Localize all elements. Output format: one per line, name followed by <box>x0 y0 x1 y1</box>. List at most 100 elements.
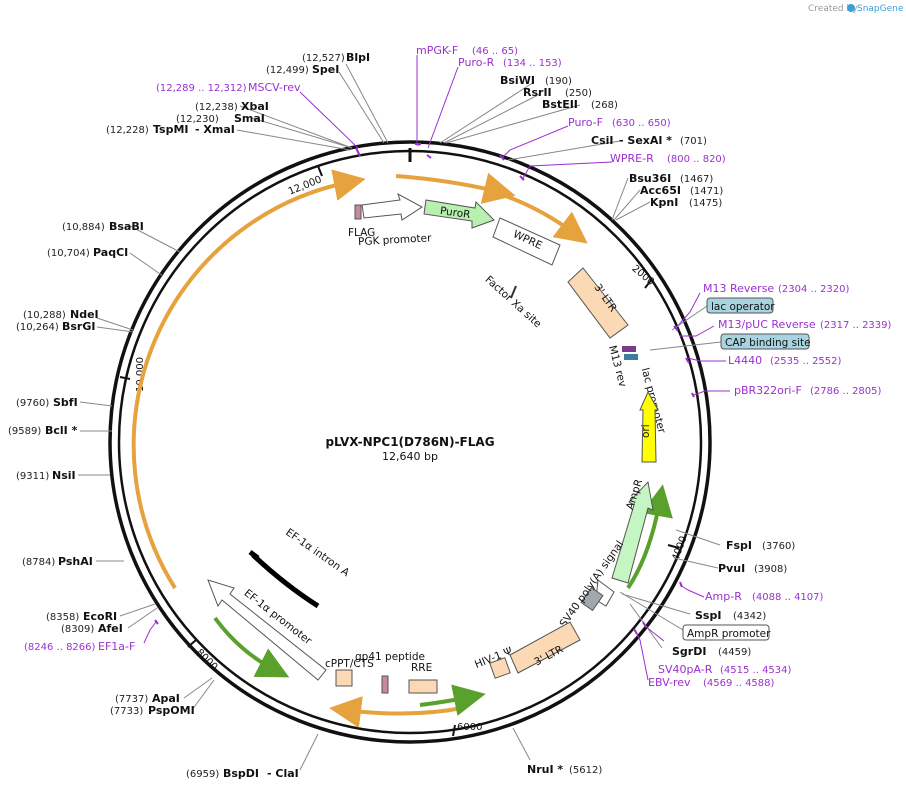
wpre-feature[interactable] <box>492 217 561 266</box>
bcli-label[interactable]: BclI * <box>45 424 78 437</box>
m13puc-label[interactable]: M13/pUC Reverse <box>718 318 816 331</box>
rre-feature[interactable] <box>408 679 438 694</box>
ef1a-intron-label: EF-1α intron A <box>283 526 352 579</box>
pvui-label[interactable]: PvuI <box>718 562 745 575</box>
nrui-label[interactable]: NruI * <box>527 763 563 776</box>
bsrgi-label[interactable]: BsrGI <box>62 320 95 333</box>
bsu36i-label[interactable]: Bsu36I <box>629 172 671 185</box>
smai-pos: (12,230) <box>176 114 219 125</box>
orange-arc-top <box>395 172 516 204</box>
ndei-label[interactable]: NdeI <box>70 308 99 321</box>
ecori-label[interactable]: EcoRI <box>83 610 117 623</box>
green-arc-ef1a <box>213 616 290 678</box>
ef1a-intron-feature[interactable] <box>251 553 320 609</box>
fspi-label[interactable]: FspI <box>726 539 752 552</box>
orange-arc-bottom <box>329 696 463 728</box>
wprer-label[interactable]: WPRE-R <box>610 152 654 165</box>
blpi-pos: (12,527) <box>302 53 345 64</box>
puror-primer-label[interactable]: Puro-R <box>458 56 495 69</box>
flag-feature[interactable] <box>354 204 362 220</box>
spei-label[interactable]: SpeI <box>312 63 339 76</box>
xmai-label[interactable]: - XmaI <box>195 123 235 136</box>
nsii-label[interactable]: NsiI <box>52 469 76 482</box>
fspi-pos: (3760) <box>762 541 795 552</box>
msccrev-label[interactable]: MSCV-rev <box>248 81 301 94</box>
sbfi-label[interactable]: SbfI <box>53 396 78 409</box>
pspomi-label[interactable]: PspOMI <box>148 704 195 717</box>
sv40-polya-feature[interactable] <box>580 586 604 612</box>
bsabi-pos: (10,884) <box>62 222 105 233</box>
gp41-label: gp41 peptide <box>355 651 425 663</box>
primer-marks <box>154 143 695 635</box>
pgk-promoter-feature[interactable] <box>361 192 423 221</box>
primer-leaders <box>143 55 730 681</box>
ef1a-intron-cap <box>248 550 260 560</box>
ampr-promoter-box[interactable] <box>682 624 770 641</box>
cap-binding-label: CAP binding site <box>725 337 811 349</box>
l4440-label[interactable]: L4440 <box>728 354 762 367</box>
clai-label[interactable]: - ClaI <box>267 767 299 780</box>
purof-pos: (630 .. 650) <box>612 118 671 129</box>
ltr3-bottom-feature[interactable] <box>509 621 581 674</box>
ampr-primer-pos: (4088 .. 4107) <box>752 592 824 603</box>
paqci-label[interactable]: PaqCI <box>93 246 128 259</box>
bspdi-label[interactable]: BspDI <box>223 767 259 780</box>
pbr322-label[interactable]: pBR322ori-F <box>734 384 802 397</box>
factorxa-mark <box>510 285 517 299</box>
acc65i-label[interactable]: Acc65I <box>640 184 681 197</box>
m13rev-primer-label[interactable]: M13 Reverse <box>703 282 774 295</box>
purof-label[interactable]: Puro-F <box>568 116 603 129</box>
xbai-pos: (12,238) <box>195 102 238 113</box>
lac-operator-box[interactable] <box>706 297 774 314</box>
ef1a-promoter-feature[interactable] <box>207 579 327 681</box>
ef1af-label[interactable]: EF1a-F <box>98 640 135 653</box>
bsiwi-label[interactable]: BsiWI <box>500 74 535 87</box>
sexai-label[interactable]: - SexAI * <box>619 134 672 147</box>
amprprom-leader <box>619 591 684 631</box>
puror-feature[interactable] <box>423 199 495 229</box>
bsiwi-pos: (190) <box>545 76 572 87</box>
smai-label[interactable]: SmaI <box>234 112 265 125</box>
factorxa-label: Factor Xa site <box>483 274 544 331</box>
blpi-label[interactable]: BlpI <box>346 51 370 64</box>
ltr3-top-feature[interactable] <box>567 267 629 339</box>
sv40par-label[interactable]: SV40pA-R <box>658 663 713 676</box>
pshai-pos: (8784) <box>22 557 55 568</box>
cap-leader <box>649 341 722 351</box>
ampr-feature[interactable] <box>611 480 654 584</box>
cppt-feature[interactable] <box>335 669 353 687</box>
l4440-pos: (2535 .. 2552) <box>770 356 842 367</box>
hiv-psi-feature[interactable] <box>489 657 511 679</box>
tspmi-label[interactable]: TspMI <box>153 123 189 136</box>
ebvrev-label[interactable]: EBV-rev <box>648 676 691 689</box>
gp41-feature[interactable] <box>381 675 389 694</box>
ori-feature[interactable] <box>639 390 659 463</box>
mpgkf-label[interactable]: mPGK-F <box>416 44 458 57</box>
csii-label[interactable]: CsiI <box>591 134 613 147</box>
ampr-primer-label[interactable]: Amp-R <box>705 590 742 603</box>
lac-operator-mark <box>622 346 636 352</box>
puror-primer-pos: (134 .. 153) <box>503 58 562 69</box>
bsrgi-pos: (10,264) <box>16 322 59 333</box>
cap-binding-box[interactable] <box>720 333 810 350</box>
rsrii-label[interactable]: RsrII <box>523 86 552 99</box>
sgrdi-label[interactable]: SgrDI <box>672 645 706 658</box>
spei-pos: (12,499) <box>266 65 309 76</box>
kpni-label[interactable]: KpnI <box>650 196 678 209</box>
nsii-pos: (9311) <box>16 471 49 482</box>
ampr-promoter-label: AmpR promoter <box>687 628 771 640</box>
sspi-label[interactable]: SspI <box>695 609 721 622</box>
xbai-label[interactable]: XbaI <box>241 100 269 113</box>
puror-label: PuroR <box>439 205 471 221</box>
bsteii-label[interactable]: BstEII <box>542 98 578 111</box>
orange-arc-top-right <box>499 192 588 244</box>
afei-label[interactable]: AfeI <box>98 622 123 635</box>
sbfi-pos: (9760) <box>16 398 49 409</box>
bsabi-label[interactable]: BsaBI <box>109 220 144 233</box>
mpgkf-pos: (46 .. 65) <box>472 46 518 57</box>
nrui-pos: (5612) <box>569 765 602 776</box>
apai-label[interactable]: ApaI <box>152 692 180 705</box>
enzyme-leaders <box>78 63 721 771</box>
sgrdi-pos: (4459) <box>718 647 751 658</box>
pshai-label[interactable]: PshAI <box>58 555 93 568</box>
